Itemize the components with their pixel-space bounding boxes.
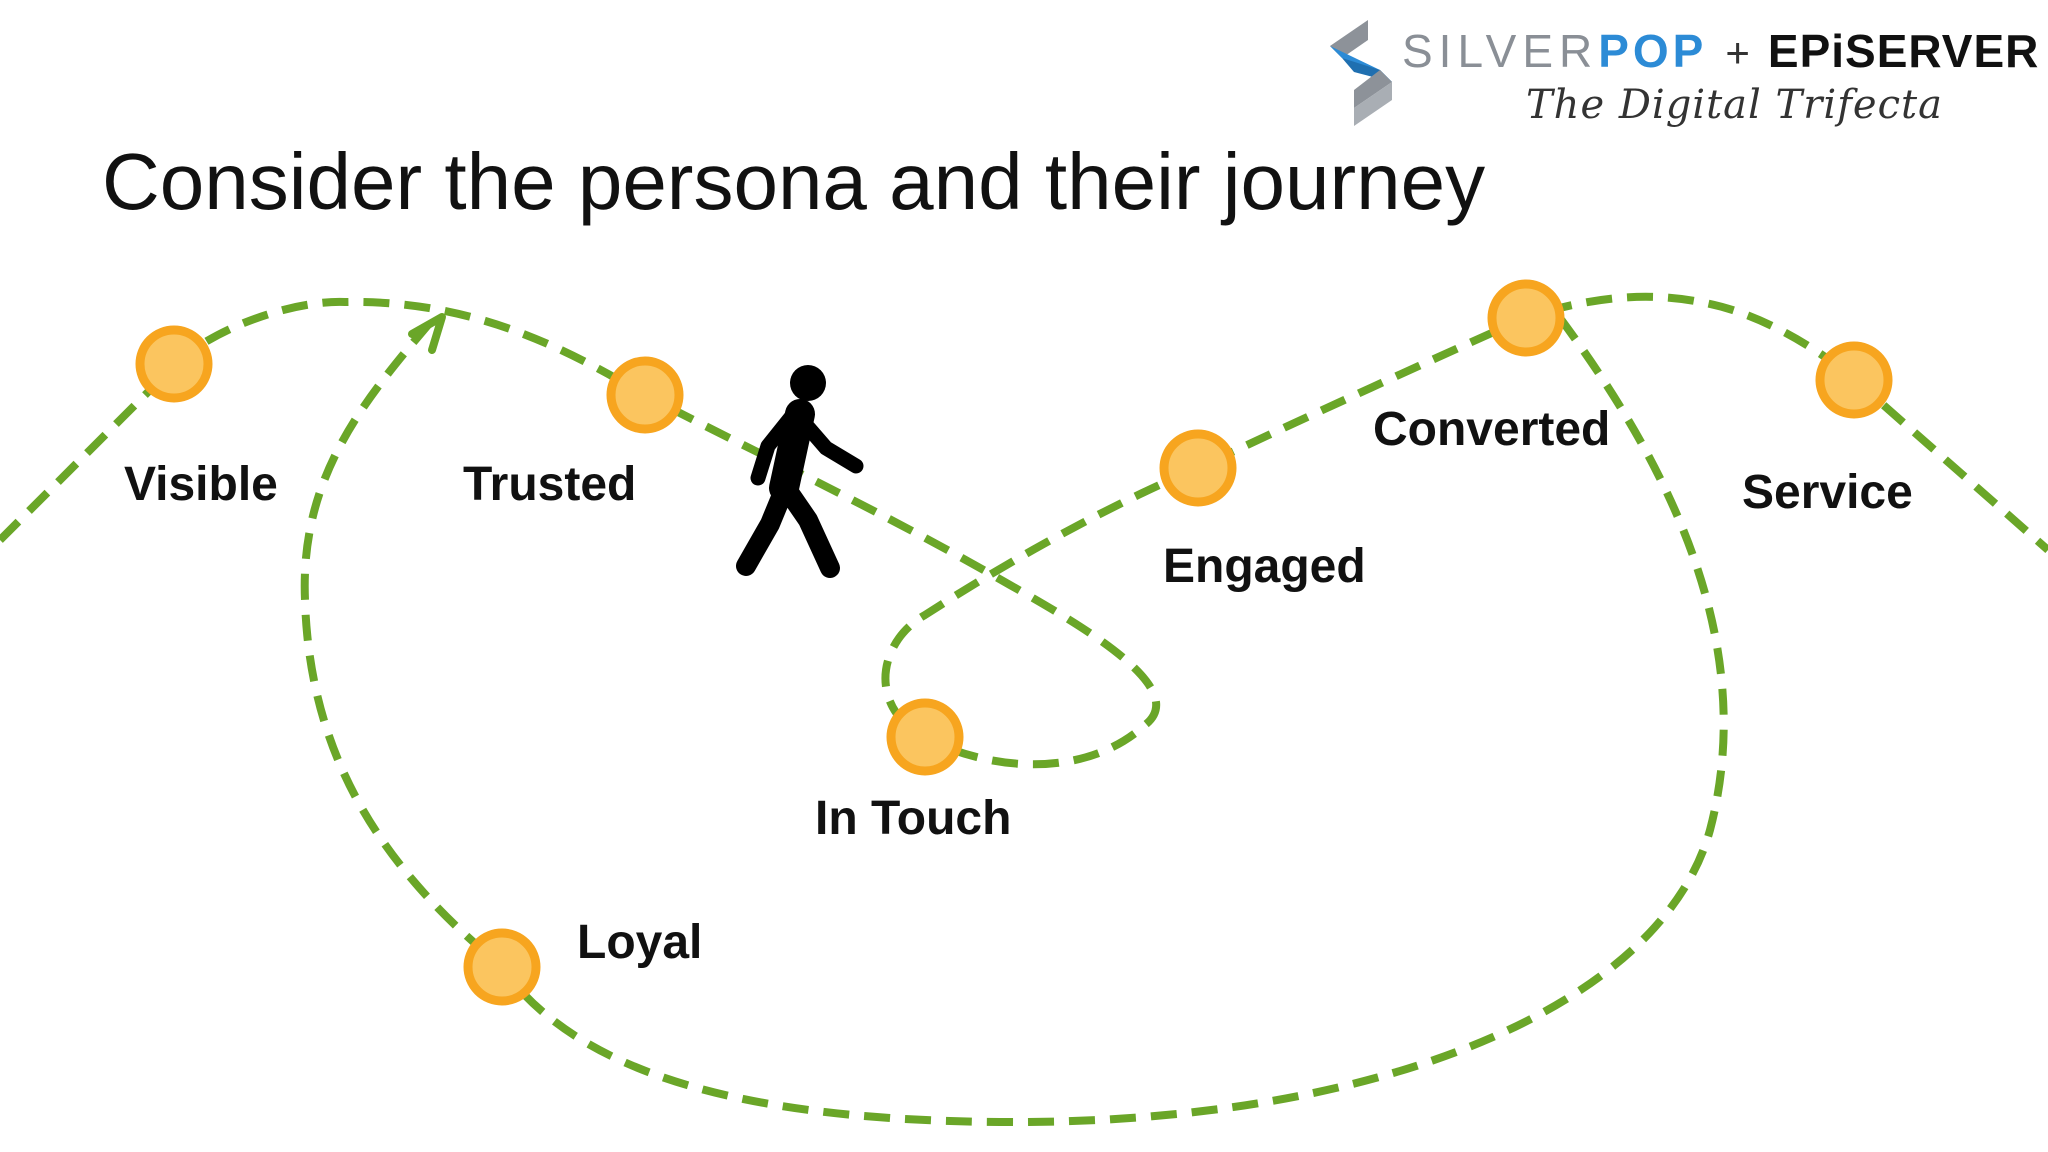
stage-label-loyal: Loyal	[577, 916, 702, 969]
stage-label-visible: Visible	[124, 458, 278, 511]
logo-brand-names: SILVERPOP + EPiSERVER	[1402, 28, 2039, 74]
journey-loop-path	[300, 315, 1728, 1127]
stage-node-in-touch	[886, 698, 964, 776]
journey-path	[0, 292, 2048, 769]
page-title: Consider the persona and their journey	[102, 137, 1486, 226]
stage-node-visible	[135, 325, 213, 403]
stage-node-loyal	[463, 928, 541, 1006]
logo-silverpop-text-b: POP	[1598, 25, 1708, 77]
stage-label-engaged: Engaged	[1163, 540, 1366, 593]
arrowhead-icon	[408, 313, 446, 354]
logo-episerver-text: EPiSERVER	[1767, 25, 2040, 77]
stage-node-engaged	[1159, 429, 1237, 507]
brand-logo: SILVERPOP + EPiSERVER The Digital Trifecta	[1330, 6, 2048, 136]
stage-label-in-touch: In Touch	[815, 792, 1011, 845]
logo-tagline: The Digital Trifecta	[1526, 82, 1943, 128]
stage-node-converted	[1487, 279, 1565, 357]
stage-node-service	[1815, 341, 1893, 419]
stage-node-trusted	[606, 356, 684, 434]
stage-label-converted: Converted	[1373, 403, 1610, 456]
logo-plus: +	[1725, 29, 1750, 76]
walking-person-icon	[736, 365, 864, 578]
stage-label-trusted: Trusted	[463, 458, 636, 511]
stage-label-service: Service	[1742, 466, 1913, 519]
logo-silverpop-text-a: SILVER	[1402, 25, 1599, 77]
silverpop-logo-icon	[1330, 20, 1392, 126]
